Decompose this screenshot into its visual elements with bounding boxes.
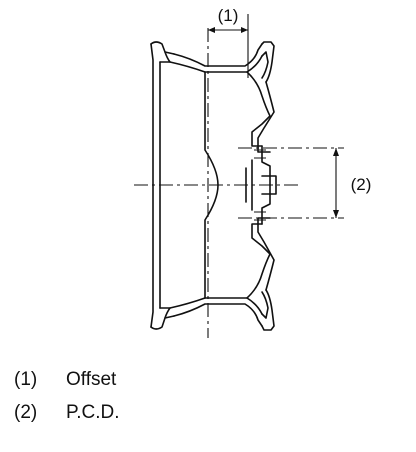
offset-dimension: (1) bbox=[208, 6, 249, 78]
offset-callout: (1) bbox=[218, 6, 239, 25]
centre-lines bbox=[134, 28, 344, 338]
pcd-dimension: (2) bbox=[333, 148, 371, 218]
legend-marker: (2) bbox=[14, 402, 38, 423]
pcd-callout: (2) bbox=[351, 175, 372, 194]
legend-item-pcd: (2) P.C.D. bbox=[14, 401, 120, 434]
legend: (1) Offset (2) P.C.D. bbox=[14, 368, 120, 434]
legend-label: P.C.D. bbox=[66, 402, 120, 423]
legend-marker: (1) bbox=[14, 369, 38, 390]
legend-item-offset: (1) Offset bbox=[14, 368, 120, 401]
wheel-rim-profile bbox=[150, 41, 275, 331]
wheel-cross-section-diagram: (1) (2) bbox=[134, 6, 371, 338]
legend-label: Offset bbox=[66, 369, 117, 390]
